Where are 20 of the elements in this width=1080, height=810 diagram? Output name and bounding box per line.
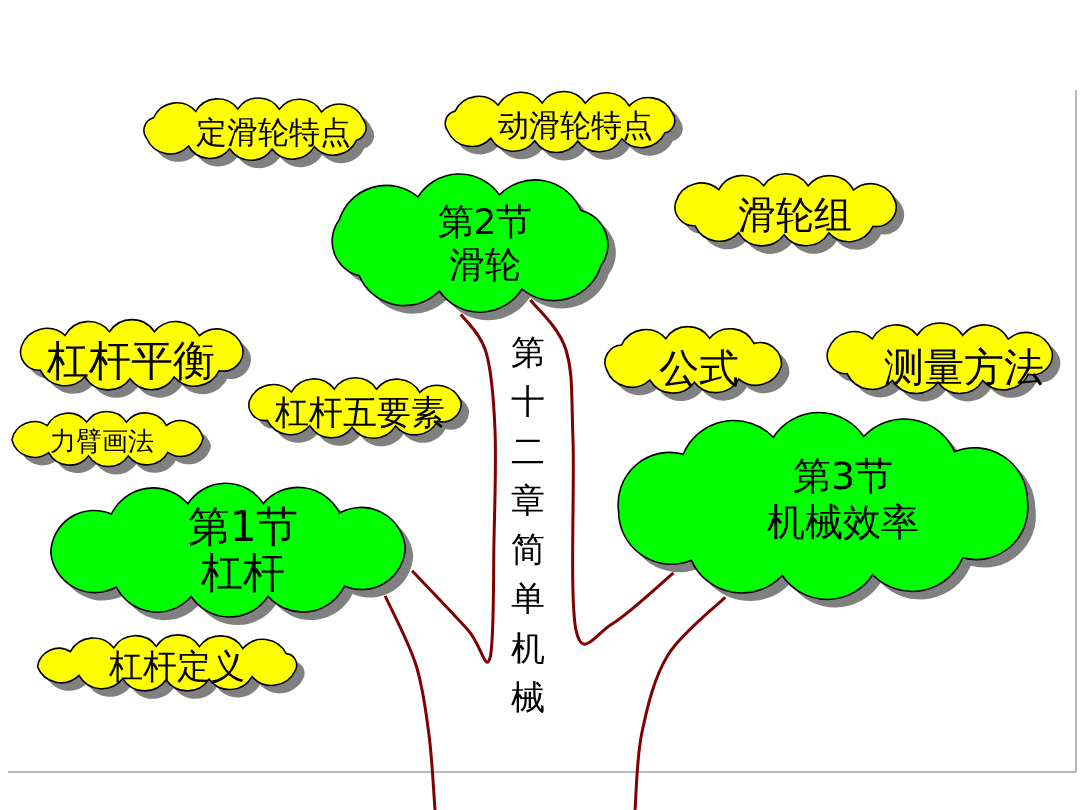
topic-label: 定滑轮特点 <box>195 114 351 152</box>
section-title: 滑轮 <box>449 243 521 287</box>
topic-label: 杠杆平衡 <box>47 335 215 387</box>
topic-label: 滑轮组 <box>738 193 852 239</box>
topic-label: 力臂画法 <box>49 426 154 458</box>
branch-line <box>529 298 675 646</box>
branch-line <box>633 596 727 810</box>
section-number: 第2节 <box>437 199 533 243</box>
topic-label: 测量方法 <box>884 342 1044 391</box>
topic-label: 公式 <box>659 344 739 392</box>
topic-label: 杠杆五要素 <box>275 391 445 433</box>
branch-line <box>411 313 497 663</box>
topic-label: 杠杆定义 <box>109 645 245 687</box>
chapter-title: 第十二章简单机械 <box>511 331 545 720</box>
section-title: 机械效率 <box>767 500 919 546</box>
section-number: 第1节 <box>187 503 299 550</box>
section-title: 杠杆 <box>201 550 285 597</box>
branch-line <box>383 595 437 810</box>
section-number: 第3节 <box>792 454 894 500</box>
topic-label: 动滑轮特点 <box>497 107 653 145</box>
